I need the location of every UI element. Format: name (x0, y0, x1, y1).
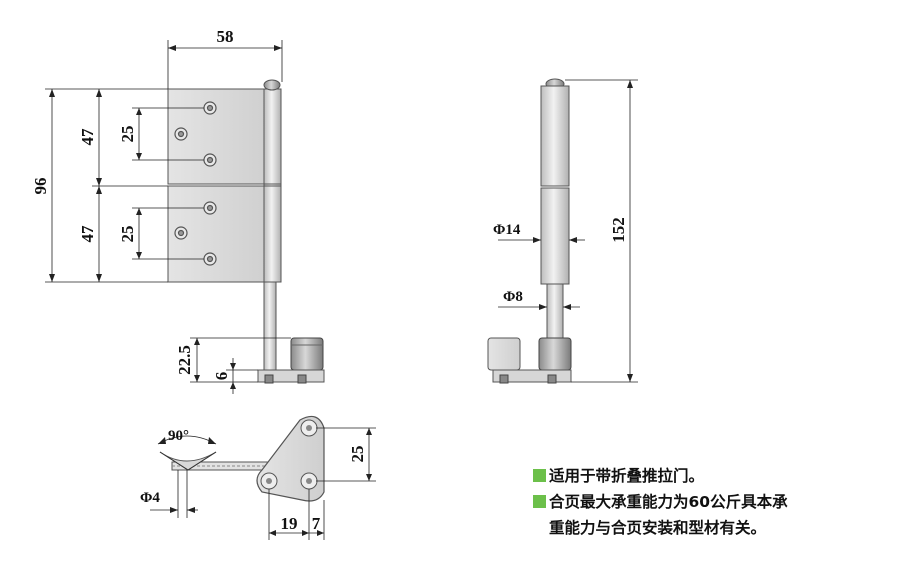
note-text: 合页最大承重能力为60公斤具本承 (549, 493, 788, 511)
lower-holes (174, 201, 217, 266)
side-foot-block (538, 337, 572, 371)
dim-hole-spacing-upper: 25 (118, 126, 137, 143)
side-pin (546, 283, 564, 343)
note-continuation: 重能力与合页安装和型材有关。 (549, 519, 767, 537)
dim-foot-base: 6 (212, 372, 231, 381)
dim-plan-height: 25 (348, 446, 367, 463)
dim-plan-offset-a: 19 (281, 514, 298, 533)
note-bullet (533, 495, 546, 508)
note-text: 适用于带折叠推拉门。 (549, 467, 705, 485)
base-plate (257, 369, 325, 383)
side-barrel-lower (540, 187, 570, 285)
notes-panel: 适用于带折叠推拉门。 合页最大承重能力为60公斤具本承 重能力与合页安装和型材有… (533, 463, 893, 541)
side-barrel-upper (540, 85, 570, 187)
dim-diameter-barrel: Φ14 (493, 222, 521, 238)
dim-diameter-hole: Φ4 (140, 490, 160, 506)
dim-height-total-side: 152 (609, 217, 628, 243)
dim-lower-leaf: 47 (78, 225, 97, 243)
note-bullet (533, 469, 546, 482)
pin-shaft (263, 281, 277, 371)
dim-swing-angle: 90° (168, 428, 189, 444)
dim-upper-leaf: 47 (78, 128, 97, 146)
foot-block (290, 337, 324, 371)
note-item: 合页最大承重能力为60公斤具本承 (533, 489, 893, 515)
dim-plan-offset-b: 7 (312, 514, 321, 533)
top-cap (263, 79, 281, 91)
side-view: 152 Φ14 Φ8 (487, 78, 638, 384)
note-item: 适用于带折叠推拉门。 (533, 463, 893, 489)
dim-diameter-pin: Φ8 (503, 289, 523, 305)
side-stop-block (487, 337, 521, 371)
dim-hole-spacing-lower: 25 (118, 226, 137, 243)
dim-width-top: 58 (217, 27, 234, 46)
dim-foot-height: 22.5 (175, 345, 194, 375)
plan-view: 90° Φ4 25 19 7 (140, 415, 376, 540)
front-view: 58 96 47 47 25 25 22.5 6 (31, 27, 325, 394)
dim-height-total-front: 96 (31, 178, 50, 195)
